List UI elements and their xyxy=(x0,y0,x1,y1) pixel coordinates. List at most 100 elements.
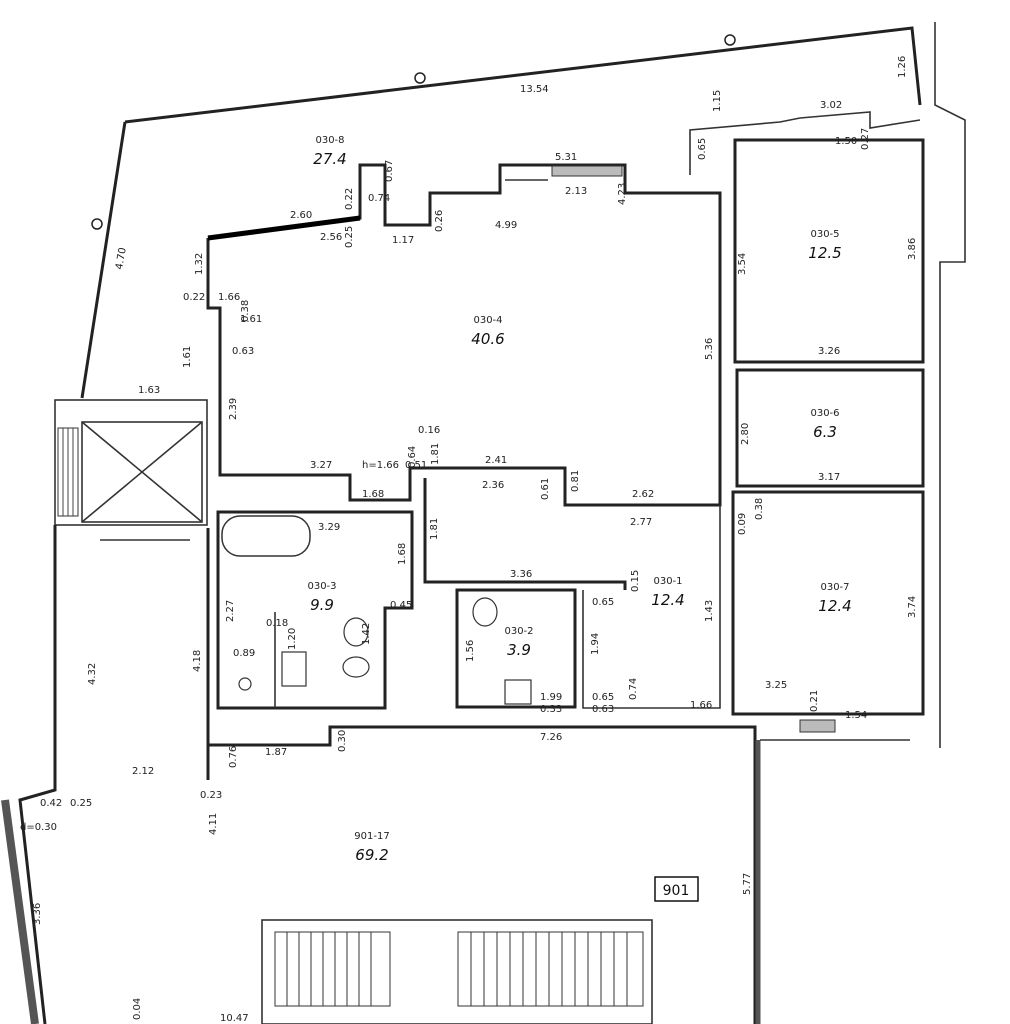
dimension-label: 0.67 xyxy=(384,160,395,182)
dimension-label: 3.26 xyxy=(818,346,840,357)
outer-wall-right xyxy=(934,22,966,748)
dimension-label: 0.27 xyxy=(860,128,871,150)
dimension-label: 0.30 xyxy=(337,730,348,752)
dimension-label: 1.81 xyxy=(430,443,441,465)
dimension-label: 1.56 xyxy=(465,640,476,662)
outer-wall-top xyxy=(124,26,922,124)
bidet-icon xyxy=(342,656,370,678)
small-labels: 0.42 0.25 h=1.66 1.66 0.51 0.33 xyxy=(40,292,562,809)
dimension-labels: 13.54 3.02 1.50 5.31 2.13 0.74 2.60 2.56… xyxy=(20,84,867,1024)
toilet-icon xyxy=(343,617,369,647)
dimension-label: 2.60 xyxy=(290,210,312,221)
room-code: 030-7 xyxy=(820,582,849,593)
dimension-label: 0.65 xyxy=(697,138,708,160)
dimension-label: 7.26 xyxy=(540,732,562,743)
room-area: 12.5 xyxy=(808,244,841,262)
dimension-label: 2.80 xyxy=(740,423,751,445)
dimension-label: 0.65 xyxy=(592,692,614,703)
dimension-label: 0.15 xyxy=(630,570,641,592)
bathtub-icon xyxy=(221,515,311,557)
dimension-label: 0.38 xyxy=(240,300,251,322)
dimension-label: 4.70 xyxy=(114,247,129,271)
dimension-label: 0.21 xyxy=(809,690,820,712)
dimension-label: 1.20 xyxy=(287,628,298,650)
dimension-label: 5.77 xyxy=(742,873,753,895)
room-code: 030-5 xyxy=(810,229,839,240)
room-area: 40.6 xyxy=(471,330,504,348)
room-code: 030-8 xyxy=(315,135,344,146)
dimension-label: 0.63 xyxy=(232,346,254,357)
dimension-label: 1.63 xyxy=(138,385,160,396)
hatched-wall xyxy=(1,799,39,1024)
wc-toilet-icon xyxy=(472,597,498,627)
dimension-label: 0.63 xyxy=(592,704,614,715)
outer-wall-left xyxy=(80,121,127,399)
dimension-label: 2.56 xyxy=(320,232,342,243)
dimension-label: 1.68 xyxy=(362,489,384,500)
dimension-label: 1.66 xyxy=(218,292,240,303)
dimension-label: 0.22 xyxy=(183,292,205,303)
room-030-1-walls xyxy=(423,478,627,590)
dimension-label: 0.33 xyxy=(540,704,562,715)
dimension-label: 0.89 xyxy=(233,648,255,659)
column-marker xyxy=(724,34,736,46)
room-030-5-walls xyxy=(733,138,925,364)
dimension-label: 0.65 xyxy=(592,597,614,608)
room-030-3-walls xyxy=(216,510,414,710)
dimension-label: 0.74 xyxy=(628,678,639,700)
dimension-label: 0.26 xyxy=(434,210,445,232)
dimension-label: 1.43 xyxy=(704,600,715,622)
dimension-label: 0.25 xyxy=(70,798,92,809)
dimension-label: 5.31 xyxy=(555,152,577,163)
room-901-17-walls xyxy=(18,525,757,1024)
dimension-label: 0.25 xyxy=(344,226,355,248)
sink-icon xyxy=(281,651,307,687)
room-area: 69.2 xyxy=(355,846,388,864)
room-030-2-walls xyxy=(455,588,577,709)
dimension-label: 1.68 xyxy=(397,543,408,565)
dimension-label: 3.27 xyxy=(310,460,332,471)
room-code: 030-6 xyxy=(810,408,839,419)
dimension-label: 4.99 xyxy=(495,220,517,231)
dimension-label: 0.22 xyxy=(344,188,355,210)
dimension-label: 1.87 xyxy=(265,747,287,758)
room-code: 030-3 xyxy=(307,581,336,592)
dimension-label: 1.66 xyxy=(690,700,712,711)
room-area: 3.9 xyxy=(507,641,531,659)
room-area: 6.3 xyxy=(813,423,837,441)
unit-label-box xyxy=(654,876,699,902)
dimension-label: 1.26 xyxy=(897,56,908,78)
dimension-label: 2.41 xyxy=(485,455,507,466)
dimension-label: 0.61 xyxy=(540,478,551,500)
dimension-label: 2.62 xyxy=(632,489,654,500)
stair-shaft xyxy=(54,399,208,526)
dimension-label: 3.25 xyxy=(765,680,787,691)
dimension-label: d=0.30 xyxy=(20,822,57,833)
dimension-label: 4.18 xyxy=(192,650,203,672)
dimension-label: 13.54 xyxy=(520,84,549,95)
dimension-label: h=1.66 xyxy=(362,460,399,471)
dimension-label: 1.15 xyxy=(712,90,723,112)
unit-label: 901 xyxy=(663,883,690,899)
dimension-label: 2.39 xyxy=(228,398,239,420)
dimension-label: 1.81 xyxy=(429,518,440,540)
dimension-label: 2.36 xyxy=(482,480,504,491)
dimension-label: 0.04 xyxy=(132,998,143,1020)
dimension-label: 0.42 xyxy=(40,798,62,809)
dimension-label: 2.27 xyxy=(225,600,236,622)
dimension-label: 0.23 xyxy=(200,790,222,801)
dimension-label: 0.64 xyxy=(407,446,418,468)
staircase-treads xyxy=(274,931,644,1007)
corridor-right-wall xyxy=(582,505,721,709)
room-code: 030-4 xyxy=(473,315,502,326)
dimension-label: 0.38 xyxy=(754,498,765,520)
dimension-label: 1.50 xyxy=(835,136,857,147)
dimension-label: 5.36 xyxy=(704,338,715,360)
room-030-7-walls xyxy=(731,490,925,716)
window xyxy=(551,165,623,177)
dimension-label: 3.86 xyxy=(907,238,918,260)
dimension-label: 0.09 xyxy=(737,513,748,535)
dimension-label: 1.32 xyxy=(194,253,205,275)
dimension-label: 1.99 xyxy=(540,692,562,703)
